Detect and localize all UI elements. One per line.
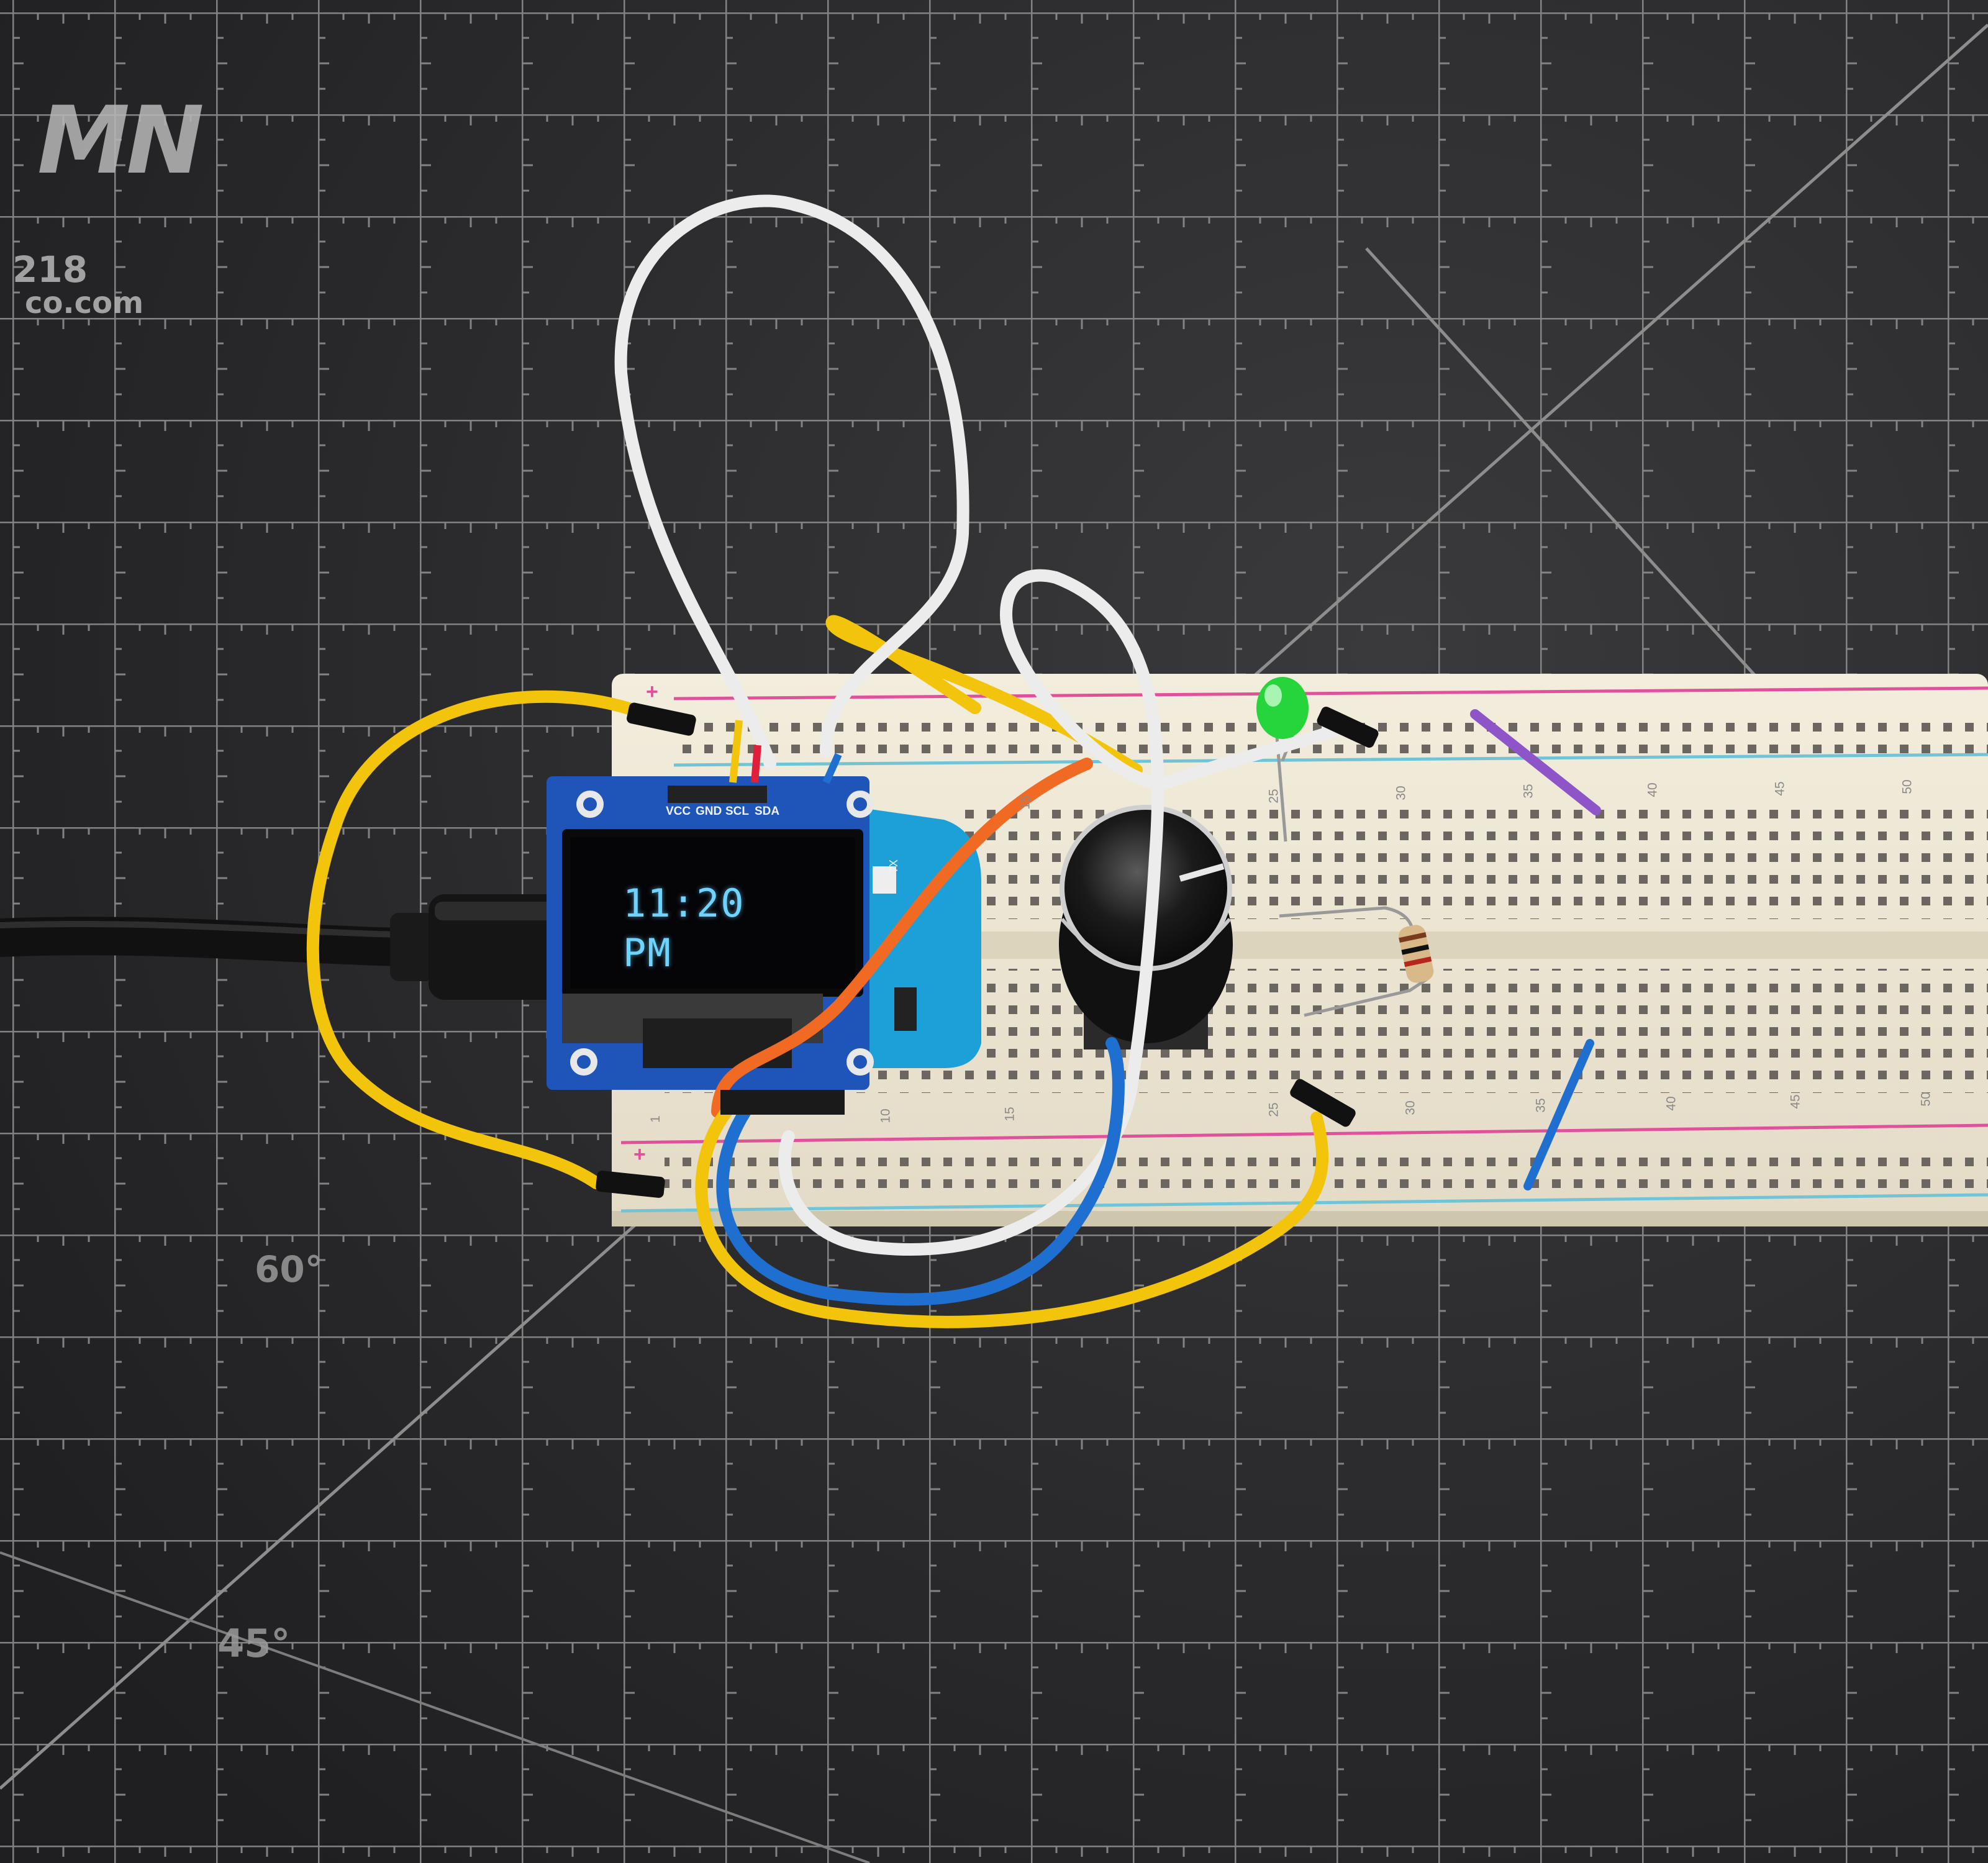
bottom-number-30: 30 — [1403, 1100, 1418, 1115]
oled-pin-scl: SCL — [725, 805, 749, 818]
oled-pin-sda: SDA — [755, 805, 780, 818]
bottom-number-40: 40 — [1664, 1096, 1679, 1111]
bottom-number-50: 50 — [1918, 1092, 1933, 1107]
bottom-number-45: 45 — [1788, 1094, 1803, 1109]
bottom-number-1: 1 — [648, 1115, 663, 1123]
top-number-50: 50 — [1900, 779, 1915, 794]
oled-pin-gnd: GND — [696, 805, 722, 818]
esp-tx-label: TX — [887, 859, 901, 874]
oled-pin-vcc: VCC — [666, 805, 691, 818]
top-number-25: 25 — [1266, 789, 1281, 804]
mat-logo: MN — [37, 87, 204, 195]
bottom-number-25: 25 — [1266, 1102, 1281, 1117]
mat-number: 218 — [12, 248, 88, 291]
bottom-rail-plus: + — [633, 1143, 646, 1166]
bottom-number-35: 35 — [1533, 1098, 1548, 1113]
top-number-35: 35 — [1521, 784, 1536, 799]
top-number-15: 15 — [1018, 795, 1033, 810]
mat-angle-45: 45° — [217, 1621, 291, 1666]
top-rail-plus: + — [646, 680, 658, 704]
bottom-number-15: 15 — [1002, 1107, 1017, 1122]
top-number-30: 30 — [1394, 786, 1409, 800]
top-number-45: 45 — [1772, 781, 1787, 796]
mat-angle-60: 60° — [255, 1248, 323, 1290]
mat-url: co.com — [25, 286, 144, 320]
oled-time-display: 11:20 PM — [623, 881, 745, 976]
bottom-number-10: 10 — [878, 1108, 893, 1123]
top-number-40: 40 — [1645, 782, 1660, 797]
